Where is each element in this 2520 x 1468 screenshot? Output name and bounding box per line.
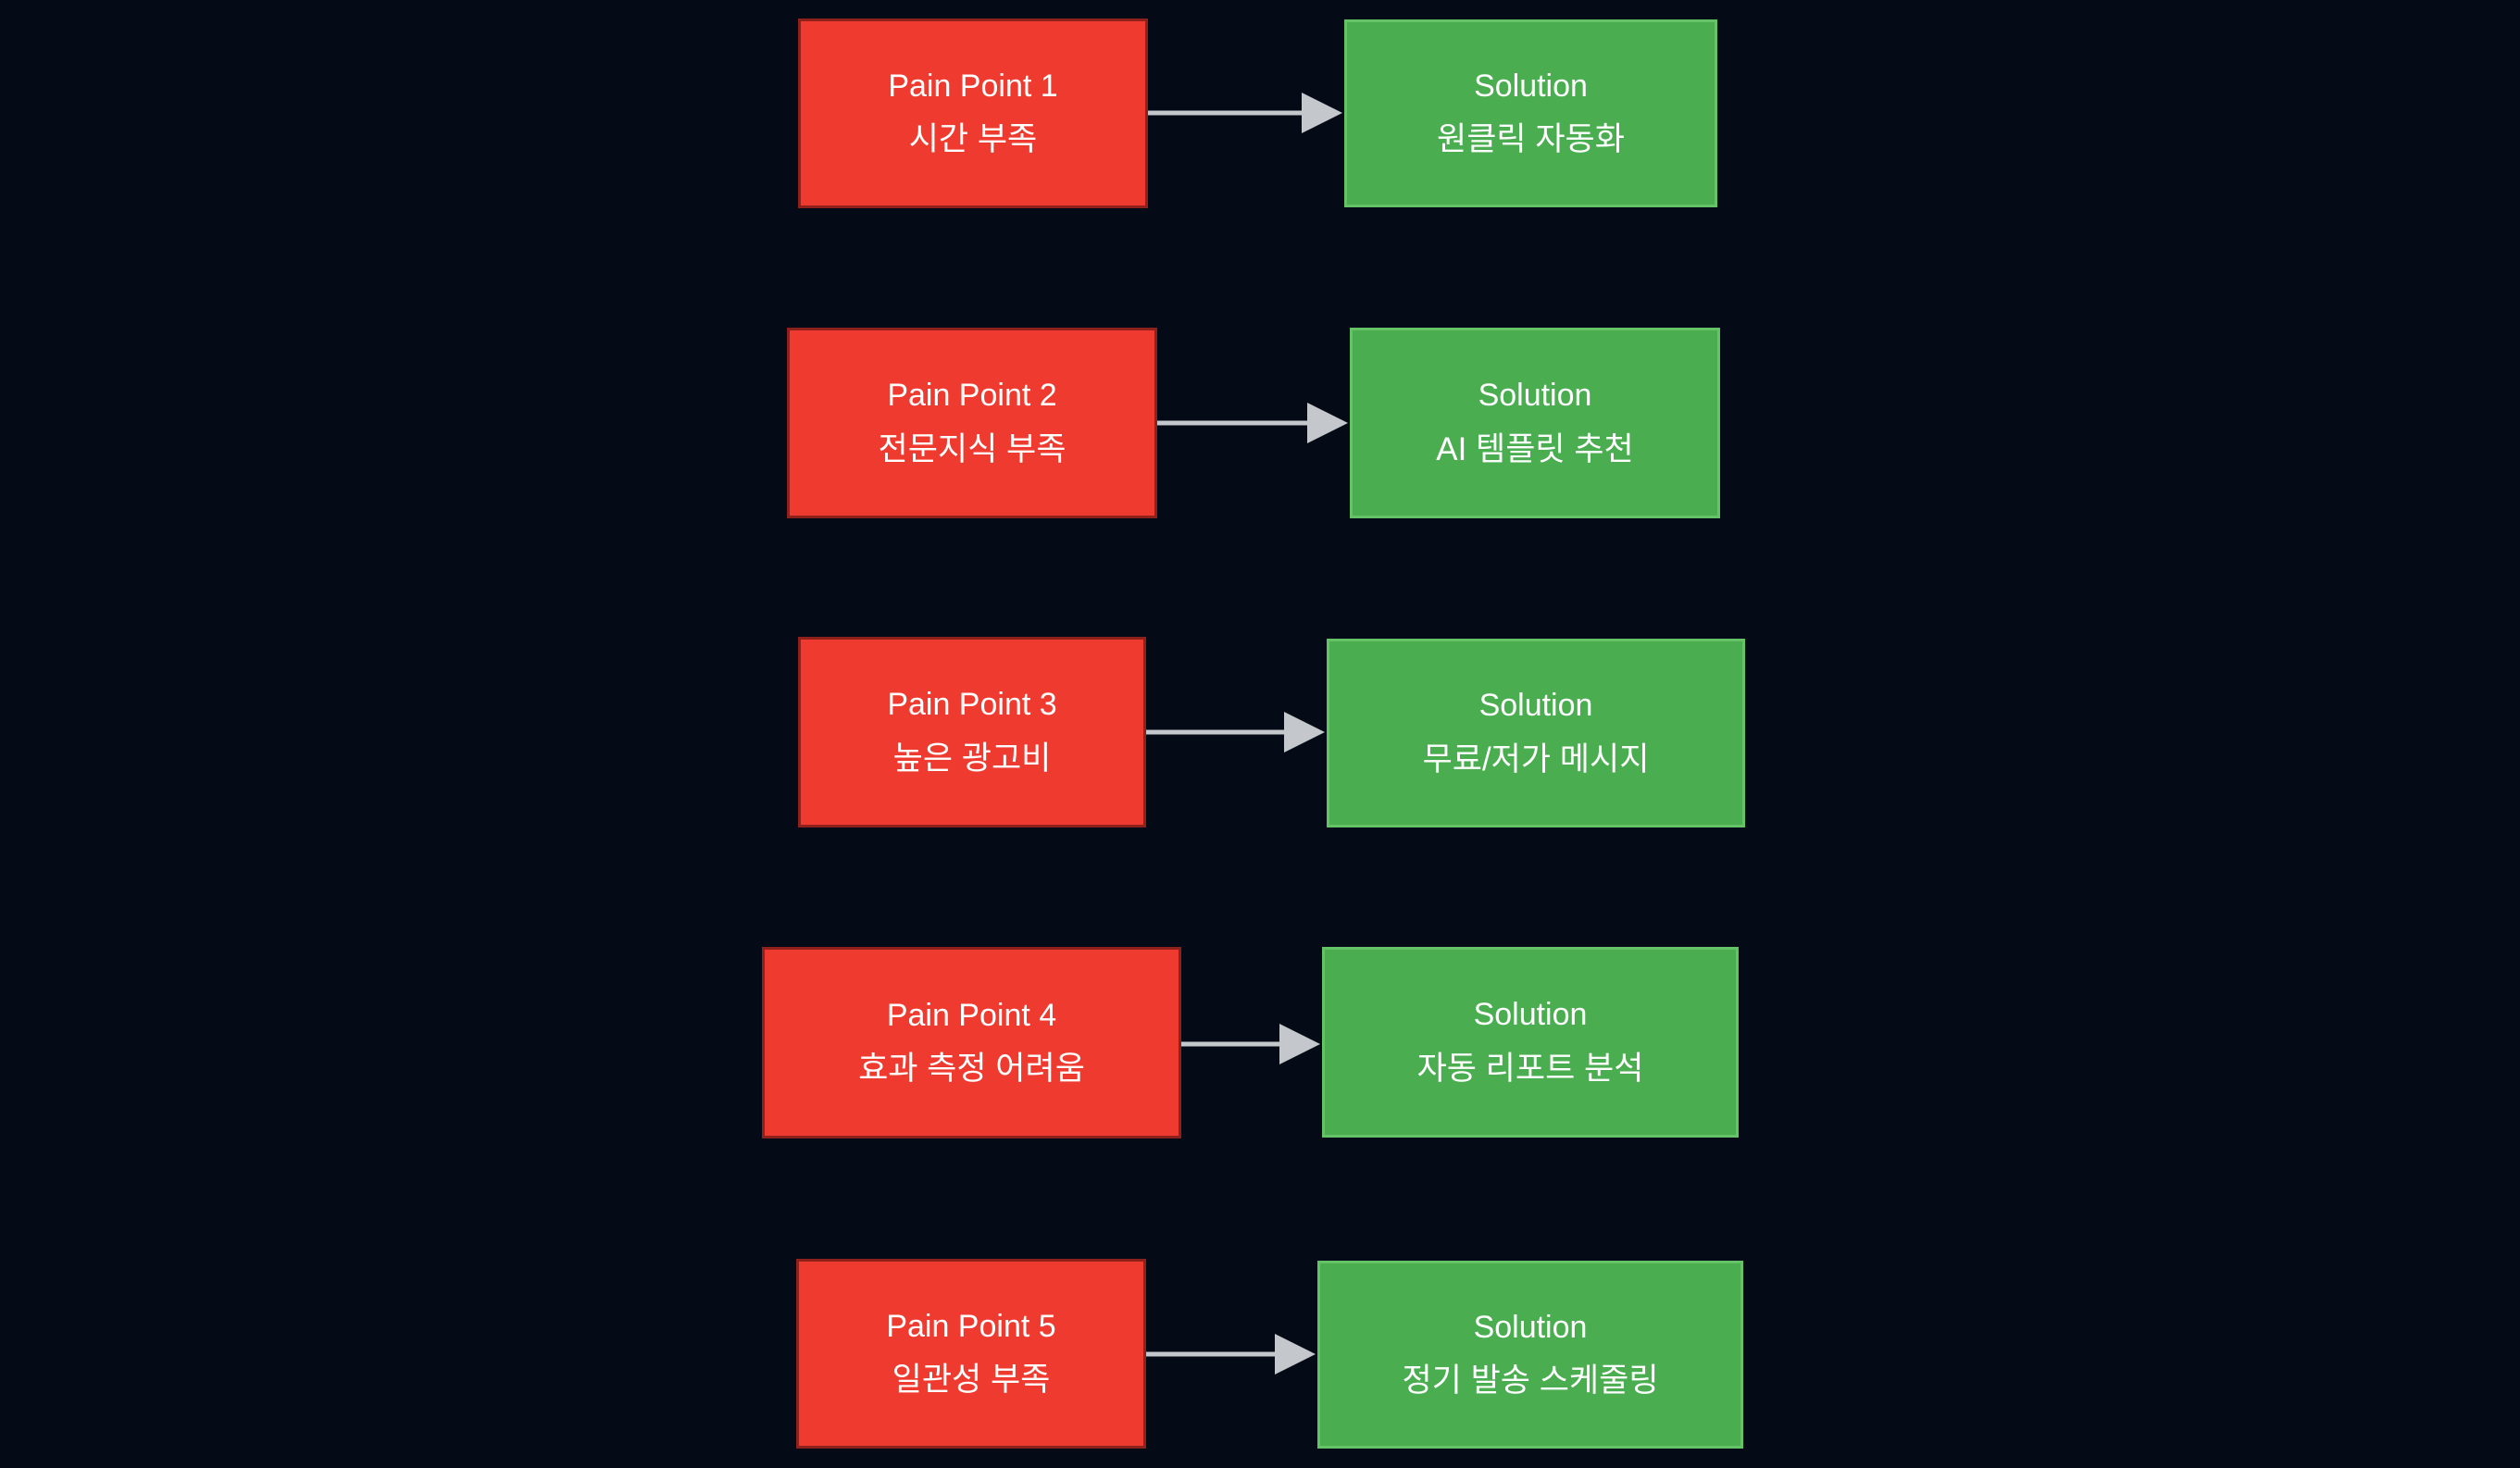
arrow-head (1307, 403, 1348, 443)
arrow-head (1302, 93, 1342, 133)
pain-point-subtitle: 높은 광고비 (892, 740, 1052, 777)
solution-title: Solution (1474, 68, 1588, 104)
pain-point-title: Pain Point 5 (886, 1308, 1056, 1344)
arrow-right-icon (1157, 403, 1348, 443)
arrow-right-icon (1181, 1024, 1320, 1064)
solution-box: Solution 정기 발송 스케줄링 (1317, 1261, 1743, 1449)
solution-title: Solution (1478, 378, 1592, 414)
pain-point-box: Pain Point 5 일관성 부족 (796, 1259, 1146, 1449)
pain-point-title: Pain Point 1 (888, 68, 1058, 104)
pain-point-box: Pain Point 1 시간 부족 (798, 19, 1148, 208)
solution-box: Solution AI 템플릿 추천 (1350, 328, 1720, 518)
arrow-head (1279, 1024, 1320, 1064)
arrow-right-icon (1146, 712, 1325, 753)
solution-subtitle: 자동 리포트 분석 (1416, 1050, 1644, 1087)
solution-box: Solution 무료/저가 메시지 (1327, 639, 1745, 827)
pain-point-subtitle: 시간 부족 (908, 121, 1038, 158)
pain-point-title: Pain Point 3 (887, 687, 1057, 723)
pain-point-box: Pain Point 3 높은 광고비 (798, 637, 1146, 827)
solution-subtitle: AI 템플릿 추천 (1436, 430, 1634, 467)
arrow-right-icon (1146, 1334, 1316, 1375)
pain-point-title: Pain Point 4 (886, 997, 1057, 1033)
solution-subtitle: 정기 발송 스케줄링 (1402, 1362, 1659, 1400)
pain-point-box: Pain Point 4 효과 측정 어려움 (762, 947, 1181, 1138)
solution-box: Solution 자동 리포트 분석 (1322, 947, 1739, 1138)
solution-subtitle: 무료/저가 메시지 (1422, 740, 1650, 778)
pain-point-subtitle: 전문지식 부족 (878, 430, 1067, 467)
solution-title: Solution (1473, 997, 1588, 1033)
arrow-head (1284, 712, 1325, 753)
solution-subtitle: 원클릭 자동화 (1437, 121, 1625, 158)
pain-point-subtitle: 일관성 부족 (892, 1362, 1051, 1399)
pain-point-title: Pain Point 2 (887, 378, 1057, 414)
pain-point-box: Pain Point 2 전문지식 부족 (787, 328, 1157, 518)
arrow-head (1275, 1334, 1316, 1375)
pain-point-subtitle: 효과 측정 어려움 (858, 1051, 1085, 1088)
arrow-right-icon (1148, 93, 1342, 133)
solution-title: Solution (1478, 688, 1593, 724)
solution-title: Solution (1473, 1309, 1588, 1345)
solution-box: Solution 원클릭 자동화 (1344, 19, 1717, 207)
